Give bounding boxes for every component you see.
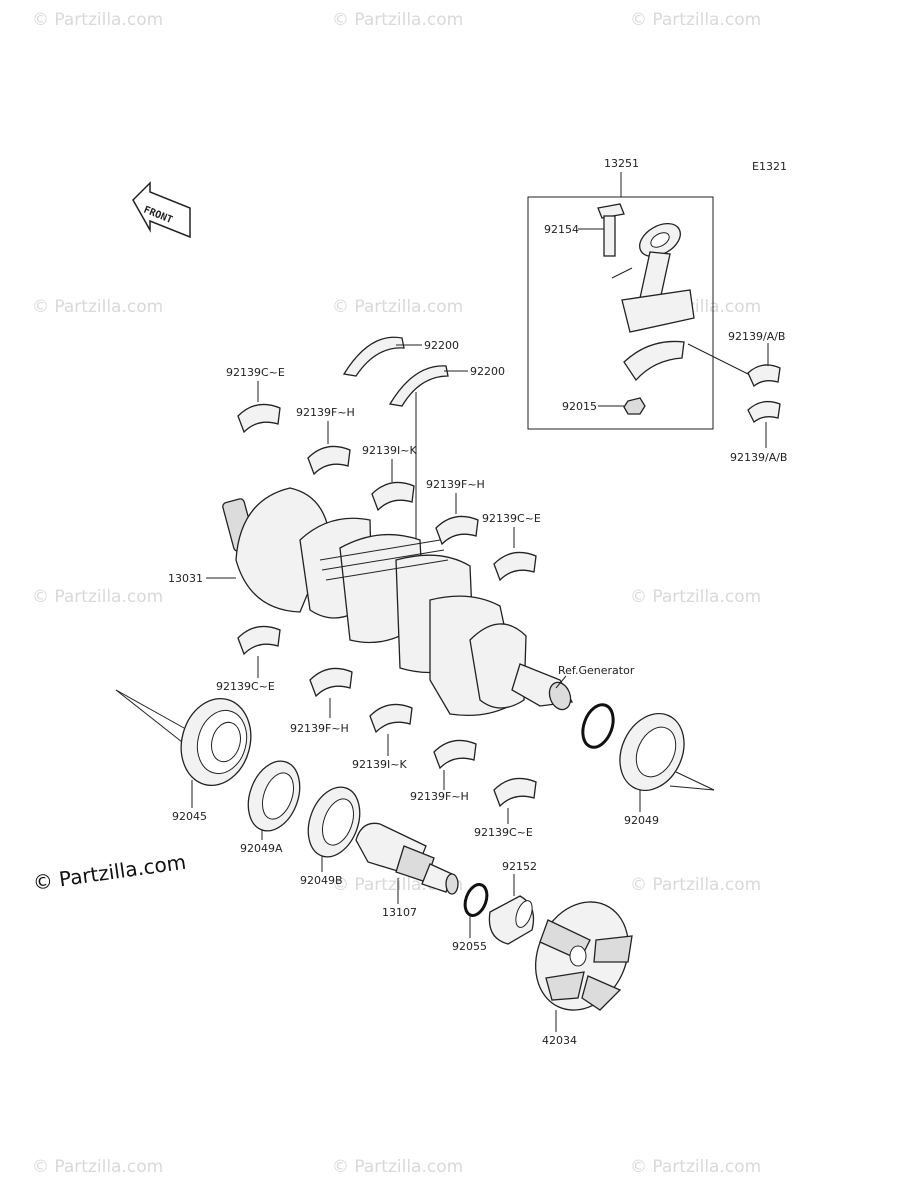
diagram-code: E1321 (752, 160, 787, 173)
front-arrow-icon: FRONT (132, 181, 191, 239)
callout-13251[interactable]: 13251 (604, 157, 639, 170)
main-bearing-shell-icon (369, 703, 413, 734)
main-bearing-shell-icon (371, 481, 415, 512)
main-bearing-shell-icon (307, 445, 351, 476)
callout-92139ce-top[interactable]: 92139C~E (226, 366, 285, 379)
conrod-bearing-upper-icon (747, 364, 781, 388)
callout-92139fh-top-left[interactable]: 92139F~H (296, 406, 355, 419)
o-ring-icon (463, 883, 489, 917)
callout-92139ce-top-right[interactable]: 92139C~E (482, 512, 541, 525)
watermark-text: © Partzilla.com (630, 587, 761, 607)
callout-13031[interactable]: 13031 (168, 572, 203, 585)
snap-ring-icon (581, 703, 615, 749)
conrod-assembly-group: 13251 92154 92015 (527, 157, 714, 430)
thrust-washer-icon (342, 336, 405, 377)
main-bearing-shell-icon (237, 625, 281, 656)
main-bearing-shell-icon (433, 739, 477, 770)
main-bearing-shell-icon (493, 551, 537, 582)
callout-92055[interactable]: 92055 (452, 940, 487, 953)
thrust-washer-icon (388, 365, 449, 407)
callout-92200-a[interactable]: 92200 (424, 339, 459, 352)
callout-92154[interactable]: 92154 (544, 223, 579, 236)
collar-icon (488, 895, 535, 945)
watermark-text: © Partzilla.com (32, 1157, 163, 1177)
callout-92139ik-bottom[interactable]: 92139I~K (352, 758, 407, 771)
callout-92200-b[interactable]: 92200 (470, 365, 505, 378)
watermark-text: © Partzilla.com (332, 10, 463, 30)
watermark-text: © Partzilla.com (32, 10, 163, 30)
main-bearing-shell-icon (493, 777, 537, 808)
conrod-cap-icon (623, 340, 685, 382)
watermark-text: © Partzilla.com (332, 1157, 463, 1177)
watermark-text: © Partzilla.com (32, 297, 163, 317)
callout-92139ce-bottom-right[interactable]: 92139C~E (474, 826, 533, 839)
coupling-shaft-icon (355, 822, 459, 895)
oil-seal-icon (619, 712, 715, 792)
watermark-main: © Partzilla.com (31, 850, 187, 895)
oil-seal-a-icon (247, 760, 301, 832)
callout-92049[interactable]: 92049 (624, 814, 659, 827)
conrod-bolt-icon (597, 203, 625, 257)
callout-92139-ab-upper[interactable]: 92139/A/B (728, 330, 785, 343)
callout-92045[interactable]: 92045 (172, 810, 207, 823)
main-bearing-shell-icon (435, 515, 479, 546)
watermark-text: © Partzilla.com (630, 10, 761, 30)
watermark-text: © Partzilla.com (630, 875, 761, 895)
watermark-text: © Partzilla.com (630, 1157, 761, 1177)
coupling-icon (534, 901, 633, 1011)
callout-92139ik-top[interactable]: 92139I~K (362, 444, 417, 457)
callout-ref-generator[interactable]: Ref.Generator (558, 664, 635, 677)
callout-92015[interactable]: 92015 (562, 400, 597, 413)
oil-seal-b-icon (307, 786, 361, 858)
connecting-rod-icon (611, 222, 695, 333)
watermark-text: © Partzilla.com (332, 297, 463, 317)
crankshaft-icon (222, 487, 574, 717)
callout-92049b[interactable]: 92049B (300, 874, 343, 887)
main-bearing-shell-icon (237, 403, 281, 434)
callout-13107[interactable]: 13107 (382, 906, 417, 919)
main-bearing-shell-icon (309, 667, 353, 698)
ball-bearing-icon (115, 689, 252, 787)
conrod-nut-icon (623, 397, 646, 415)
conrod-bearing-lower-icon (747, 400, 781, 424)
callout-92139-ab-lower[interactable]: 92139/A/B (730, 451, 787, 464)
callout-92139fh-top-mid[interactable]: 92139F~H (426, 478, 485, 491)
callout-42034[interactable]: 42034 (542, 1034, 577, 1047)
watermark-text: © Partzilla.com (32, 587, 163, 607)
callout-92139ce-bottom-left[interactable]: 92139C~E (216, 680, 275, 693)
callout-92139fh-bottom-right[interactable]: 92139F~H (410, 790, 469, 803)
callout-92139fh-bottom-left[interactable]: 92139F~H (290, 722, 349, 735)
callout-92049a[interactable]: 92049A (240, 842, 283, 855)
callout-92152[interactable]: 92152 (502, 860, 537, 873)
